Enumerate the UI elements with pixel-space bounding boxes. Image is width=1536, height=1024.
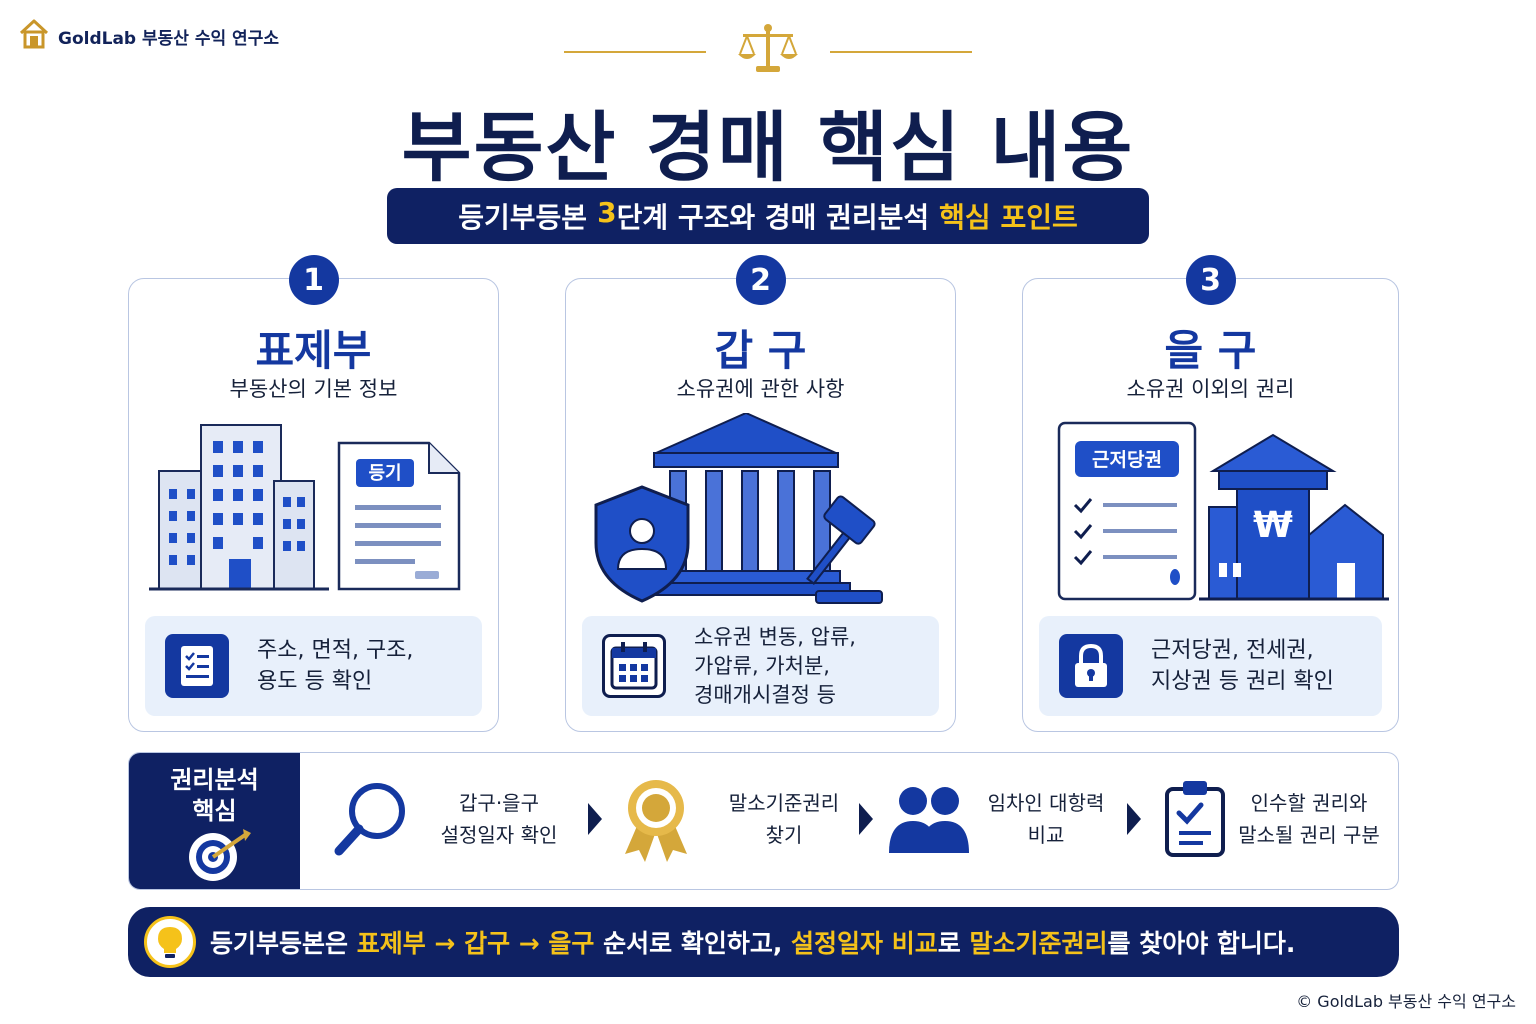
card-title: 갑 구 bbox=[714, 326, 807, 375]
rights-heading-line: 핵심 bbox=[192, 797, 237, 825]
card-info-text: 소유권 변동, 압류, 가압류, 가처분, 경매개시결정 등 bbox=[694, 623, 856, 710]
rights-analysis-panel: 권리분석 핵심 갑구·을구 설정일자 확인 bbox=[128, 752, 1399, 890]
subtitle-highlight: 핵심 포인트 bbox=[939, 201, 1078, 234]
step-arrow bbox=[1127, 803, 1141, 835]
summary-highlight: 표제부 → 갑구 → 을구 bbox=[356, 929, 595, 958]
magnifier-icon bbox=[329, 777, 413, 865]
doc-tag-label: 근저당권 bbox=[1092, 449, 1162, 471]
step-line: 찾기 bbox=[765, 823, 803, 847]
card-info-text: 주소, 면적, 구조, 용도 등 확인 bbox=[257, 635, 413, 697]
summary-text: 등기부등본은 표제부 → 갑구 → 을구 순서로 확인하고, 설정일자 비교로 … bbox=[210, 924, 1295, 960]
mortgage-house-illustration: 근저당권 ₩ bbox=[1023, 413, 1398, 613]
summary-highlight: 말소기준권리 bbox=[969, 929, 1108, 958]
checklist-icon bbox=[165, 634, 229, 698]
card-pyojebu: 1 표제부 부동산의 기본 정보 bbox=[128, 255, 499, 732]
won-icon: ₩ bbox=[1253, 505, 1293, 546]
ornament-line-left bbox=[564, 51, 706, 53]
step-line: 말소기준권리 bbox=[728, 791, 840, 815]
info-line: 용도 등 확인 bbox=[257, 669, 373, 694]
step-line: 비교 bbox=[1027, 823, 1065, 847]
subtitle-part: 등기부등본 bbox=[458, 201, 588, 234]
card-info-text: 근저당권, 전세권, 지상권 등 권리 확인 bbox=[1151, 635, 1334, 697]
card-number: 3 bbox=[1185, 255, 1236, 305]
card-eulgu: 3 을 구 소유권 이외의 권리 근저당권 ₩ bbox=[1022, 255, 1399, 732]
step-arrow bbox=[859, 803, 873, 835]
house-icon bbox=[18, 18, 50, 54]
card-subtitle: 소유권에 관한 사항 bbox=[676, 377, 845, 401]
card-subtitle: 부동산의 기본 정보 bbox=[229, 377, 398, 401]
people-icon bbox=[887, 781, 971, 861]
brand-logo: GoldLab 부동산 수익 연구소 bbox=[18, 18, 279, 54]
card-gapgu: 2 갑 구 소유권에 관한 사항 bbox=[565, 255, 956, 732]
rights-step-text: 인수할 권리와 말소될 권리 구분 bbox=[1235, 787, 1383, 851]
step-line: 설정일자 확인 bbox=[440, 823, 558, 847]
medal-icon bbox=[621, 774, 691, 868]
building-document-illustration: 등기 bbox=[129, 413, 498, 613]
summary-part: 를 찾아야 합니다. bbox=[1107, 929, 1296, 958]
summary-part: 순서로 확인하고, bbox=[594, 929, 792, 958]
rights-heading-line: 권리분석 bbox=[170, 766, 259, 794]
summary-part: 로 bbox=[937, 929, 970, 958]
rights-step-2 bbox=[621, 753, 691, 889]
rights-step-1 bbox=[329, 753, 413, 889]
card-number: 2 bbox=[735, 255, 786, 305]
target-icon bbox=[187, 827, 253, 887]
step-line: 인수할 권리와 bbox=[1250, 791, 1368, 815]
calendar-icon bbox=[602, 634, 666, 698]
rights-heading-block: 권리분석 핵심 bbox=[129, 753, 300, 889]
rights-step-text: 갑구·을구 설정일자 확인 bbox=[419, 787, 579, 851]
scale-icon bbox=[735, 20, 801, 84]
clipboard-icon bbox=[1163, 779, 1227, 863]
subtitle-part: 단계 구조와 경매 권리분석 bbox=[616, 201, 930, 234]
card-info-box: 근저당권, 전세권, 지상권 등 권리 확인 bbox=[1039, 616, 1382, 716]
rights-step-3 bbox=[887, 753, 971, 889]
lightbulb-icon bbox=[144, 916, 196, 968]
copyright-text: © GoldLab 부동산 수익 연구소 bbox=[1296, 992, 1516, 1011]
card-info-box: 주소, 면적, 구조, 용도 등 확인 bbox=[145, 616, 482, 716]
step-arrow bbox=[588, 803, 602, 835]
brand-name: GoldLab 부동산 수익 연구소 bbox=[58, 28, 279, 49]
doc-tag-label: 등기 bbox=[368, 463, 401, 484]
lock-icon bbox=[1059, 634, 1123, 698]
rights-heading: 권리분석 핵심 bbox=[129, 765, 300, 827]
subtitle-banner: 등기부등본 3 단계 구조와 경매 권리분석 핵심 포인트 bbox=[387, 188, 1149, 244]
info-line: 경매개시결정 등 bbox=[694, 682, 836, 707]
page-title: 부동산 경매 핵심 내용 bbox=[401, 103, 1135, 192]
subtitle-highlight-number: 3 bbox=[597, 196, 617, 229]
summary-part: 등기부등본은 bbox=[210, 929, 357, 958]
info-line: 지상권 등 권리 확인 bbox=[1151, 669, 1334, 694]
rights-step-text: 말소기준권리 찾기 bbox=[699, 787, 869, 851]
title-ornament bbox=[564, 22, 972, 82]
step-line: 임차인 대항력 bbox=[987, 791, 1105, 815]
info-line: 소유권 변동, 압류, bbox=[694, 624, 856, 649]
step-line: 갑구·을구 bbox=[459, 791, 539, 815]
step-line: 말소될 권리 구분 bbox=[1238, 823, 1380, 847]
summary-highlight: 설정일자 비교 bbox=[791, 929, 938, 958]
court-shield-gavel-illustration bbox=[566, 411, 955, 613]
summary-banner: 등기부등본은 표제부 → 갑구 → 을구 순서로 확인하고, 설정일자 비교로 … bbox=[128, 907, 1399, 977]
rights-step-text: 임차인 대항력 비교 bbox=[971, 787, 1121, 851]
ornament-line-right bbox=[830, 51, 972, 53]
info-line: 가압류, 가처분, bbox=[694, 653, 830, 678]
card-subtitle: 소유권 이외의 권리 bbox=[1126, 377, 1295, 401]
info-line: 주소, 면적, 구조, bbox=[257, 638, 414, 663]
rights-step-4 bbox=[1163, 753, 1227, 889]
card-title: 을 구 bbox=[1164, 326, 1257, 375]
card-info-box: 소유권 변동, 압류, 가압류, 가처분, 경매개시결정 등 bbox=[582, 616, 939, 716]
card-number: 1 bbox=[288, 255, 339, 305]
info-line: 근저당권, 전세권, bbox=[1151, 638, 1314, 663]
card-title: 표제부 bbox=[255, 326, 372, 375]
